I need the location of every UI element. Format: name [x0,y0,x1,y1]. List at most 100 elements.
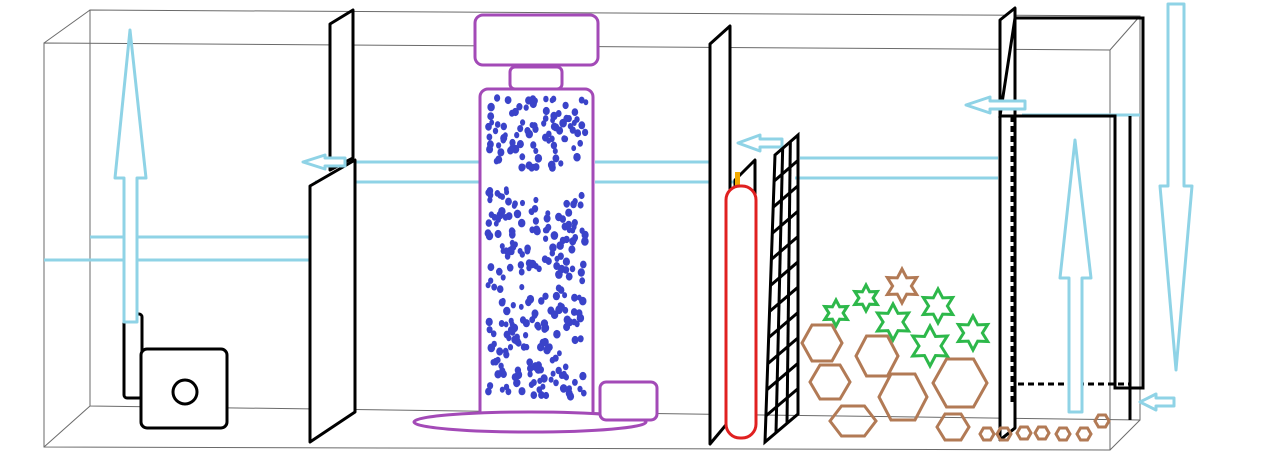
bubble [487,263,495,272]
bubble [500,248,506,254]
bubble [498,320,505,327]
bubble [493,220,499,227]
bubble [511,107,519,117]
bubble [506,334,512,342]
bubble [550,310,559,320]
bubble [553,379,559,387]
algae-star-icon [909,322,951,370]
grid-line [769,260,799,287]
bubble [518,218,526,228]
bubble [513,209,522,219]
bubble [567,123,574,130]
bubble [559,236,567,245]
bubble [507,344,514,351]
algae-star-icon [884,265,920,307]
return-pump [122,312,229,430]
pebble-icon [978,426,996,442]
grid-line [765,362,799,391]
grid-line [773,159,799,183]
bubble [525,129,533,139]
bubble [534,154,543,163]
bubble [485,317,493,327]
bubble [500,122,507,131]
bubble [581,237,589,246]
bubble [529,226,535,234]
bubble [519,251,525,258]
bubble [563,315,571,325]
grid-line [772,184,799,209]
bubble [486,133,493,141]
bubble [487,112,495,121]
bubble [518,163,526,172]
up-arrow-icon [113,28,148,324]
bubble [577,139,583,147]
bubble [552,154,560,163]
bubble [531,379,537,386]
pebble-icon [1093,413,1111,429]
bubble [487,196,493,204]
bubble [543,95,549,103]
rock-icon [808,363,852,401]
grid-line [767,311,799,339]
bubble [531,309,539,318]
bubble [556,126,564,135]
rock-icon [854,334,900,378]
bubble [526,294,535,304]
bubble [533,147,539,154]
bubble [550,231,559,240]
bubble [579,277,586,285]
bubble [546,137,552,144]
bubble [568,245,576,254]
pebble-icon [1015,425,1033,441]
bubble [562,101,569,110]
left-arrow-icon [1138,392,1176,412]
bubble [578,191,585,200]
algae-star-icon [851,281,881,315]
grid-line [770,235,799,261]
bubble [516,140,524,149]
bubble [574,129,582,138]
bubble [494,229,502,239]
bubble [499,193,505,200]
bubble [510,302,516,309]
up-arrow-icon [1058,138,1093,414]
bubble [538,297,545,305]
bubble [533,227,541,236]
bubble [558,160,564,167]
bubble [496,285,504,293]
grid-line [785,141,792,424]
bubble [485,219,492,227]
bubble [574,320,580,328]
rock-icon [935,412,971,442]
bubble [498,298,506,307]
pebble-icon [995,426,1013,442]
bubble [503,132,508,139]
bubble [536,265,542,273]
bubble [563,322,571,332]
bubble [496,347,504,356]
bubble [543,235,549,242]
bubble [507,326,515,334]
grid-line [764,387,799,418]
bubble [519,284,525,291]
live-rock [800,323,989,442]
baffle-1 [308,8,357,444]
bubble [517,125,524,133]
bubble [491,340,497,348]
bubble [503,306,511,316]
pebble-icon [1033,425,1051,441]
bubble [541,255,549,263]
bubble [560,384,568,393]
bubble [532,125,539,133]
bubble [502,214,509,221]
bubble [491,213,498,221]
bubble [523,332,529,339]
bubble [583,99,589,106]
bubble [548,376,554,383]
bubble [577,201,584,209]
bubble [509,144,515,152]
bubble [579,227,585,234]
water-level-lines [44,113,1140,262]
pebble-icon [1054,426,1072,442]
